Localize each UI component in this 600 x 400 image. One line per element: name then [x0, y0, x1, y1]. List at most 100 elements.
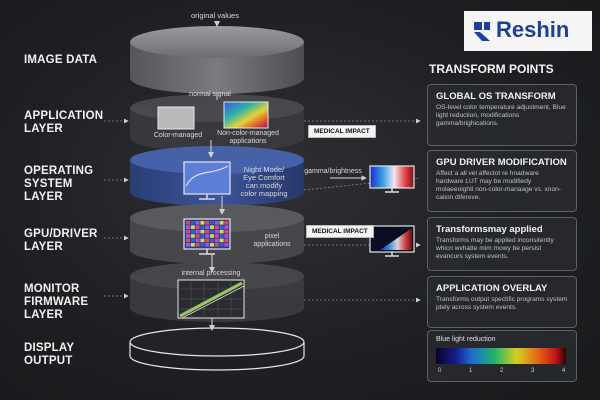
pixel-cell [190, 229, 195, 234]
layer-label-monitor: MONITOR FIRMWARE LAYER [24, 283, 89, 321]
card-text: OS-level color temperature adjustment, B… [436, 104, 566, 127]
gamma-monitor-icon [369, 165, 415, 193]
gpu-output-monitor-icon [369, 225, 415, 257]
pixel-cell [205, 221, 210, 225]
pixel-cell [224, 243, 229, 247]
night-mode-label: Night Mode/ Eye Comfort can modify color… [240, 165, 288, 198]
spectrum-tick: 1 [469, 368, 473, 374]
pixel-cell [195, 221, 200, 225]
pixel-cell [195, 234, 200, 238]
pixel-cell [190, 238, 195, 243]
pixel-cell [200, 243, 205, 247]
pixel-cell [224, 229, 229, 234]
pixel-cell [219, 243, 224, 247]
card-title: Transformsmay applied [436, 224, 543, 235]
logo-text: Reshin [496, 17, 570, 42]
pixel-cell [210, 229, 214, 234]
pixel-cell [195, 225, 200, 229]
pixel-cell [195, 238, 200, 243]
transform-points-title: TRANSFORM POINTS [429, 62, 554, 76]
pixel-cell [205, 243, 210, 247]
card-title: GLOBAL OS TRANSFORM [436, 91, 556, 102]
color-managed-screen [157, 106, 195, 130]
pixel-cell [214, 238, 219, 243]
layer-label-os: OPERATING SYSTEM LAYER [24, 165, 94, 203]
medical-impact-badge: MEDICAL IMPACT [306, 225, 374, 238]
transform-card: GPU DRIVER MODIFICATION Affect a all vel… [427, 150, 577, 212]
spectrum-title: Blue light reduction [436, 336, 496, 343]
pixel-cell [219, 234, 224, 238]
non-color-managed-screen [223, 101, 269, 129]
card-text: Affect a all vel affectot re hnadware ha… [436, 170, 561, 201]
layer-label-image-data: IMAGE DATA [24, 54, 98, 66]
pixel-cell [205, 234, 210, 238]
pixel-cell [186, 221, 190, 225]
pixel-cell [190, 221, 195, 225]
pixel-cell [224, 225, 229, 229]
gamma-brightness-label: gamma/brightness [304, 168, 362, 175]
os-monitor-icon [183, 161, 231, 200]
pixel-cell [195, 243, 200, 247]
pixel-cell [200, 225, 205, 229]
spectrum-tick: 0 [438, 368, 442, 374]
pixel-cell [219, 229, 224, 234]
pixel-cell [224, 238, 229, 243]
internal-processing-label: internal processing [181, 270, 241, 277]
original-values-caption: original values [191, 11, 239, 20]
spectrum-tick: 2 [500, 368, 504, 374]
pixel-cell [214, 243, 219, 247]
pixel-cell [210, 234, 214, 238]
gpu-pixel-monitor-icon [183, 218, 231, 255]
card-text: Transforms output spectific programs sys… [436, 296, 568, 311]
display-output-disk [129, 327, 305, 371]
non-color-managed-label: Non-color-managed applications [217, 130, 279, 145]
pixel-cell [205, 238, 210, 243]
layer-label-gpu: GPU/DRIVER LAYER [24, 228, 98, 253]
pixel-cell [186, 229, 190, 234]
image-data-disk [130, 26, 304, 94]
pixel-cell [210, 225, 214, 229]
pixel-cell [219, 221, 224, 225]
color-managed-label: Color-managed [153, 132, 203, 139]
r-logo-icon [474, 22, 490, 41]
blue-light-spectrum-bar [436, 348, 566, 364]
pixel-cell [214, 221, 219, 225]
card-text: Transforms may be applied inconsitently … [436, 237, 554, 260]
pixel-cell [210, 221, 214, 225]
pixel-cell [224, 221, 229, 225]
reshin-logo: Reshin [464, 11, 592, 51]
spectrum-tick: 4 [562, 368, 566, 374]
pixel-cell [214, 225, 219, 229]
pixel-cell [205, 229, 210, 234]
pixel-cell [210, 243, 214, 247]
pixel-cell [224, 234, 229, 238]
transform-card: APPLICATION OVERLAY Transforms output sp… [427, 276, 577, 328]
pixel-cell [200, 221, 205, 225]
pixel-cell [186, 234, 190, 238]
card-title: APPLICATION OVERLAY [436, 283, 548, 294]
pixel-cell [186, 225, 190, 229]
layer-label-application: APPLICATION LAYER [24, 110, 104, 135]
layer-label-display: DISPLAY OUTPUT [24, 342, 75, 367]
medical-impact-badge: MEDICAL IMPACT [308, 125, 376, 138]
pixel-cell [190, 225, 195, 229]
pixel-cell [219, 225, 224, 229]
pixel-cell [214, 229, 219, 234]
transform-card: Transformsmay applied Transforms may be … [427, 217, 577, 271]
pixel-cell [219, 238, 224, 243]
pixel-cell [190, 243, 195, 247]
pixel-cell [205, 225, 210, 229]
pixel-cell [190, 234, 195, 238]
pixel-cell [200, 234, 205, 238]
pixel-cell [210, 238, 214, 243]
pixel-cell [186, 243, 190, 247]
pixel-cell [195, 229, 200, 234]
card-title: GPU DRIVER MODIFICATION [436, 157, 567, 168]
spectrum-tick: 3 [531, 368, 535, 374]
pixel-cell [200, 229, 205, 234]
pixel-cell [200, 238, 205, 243]
firmware-panel-icon [177, 279, 245, 319]
transform-card: GLOBAL OS TRANSFORM OS-level color tempe… [427, 84, 577, 146]
pixel-cell [214, 234, 219, 238]
